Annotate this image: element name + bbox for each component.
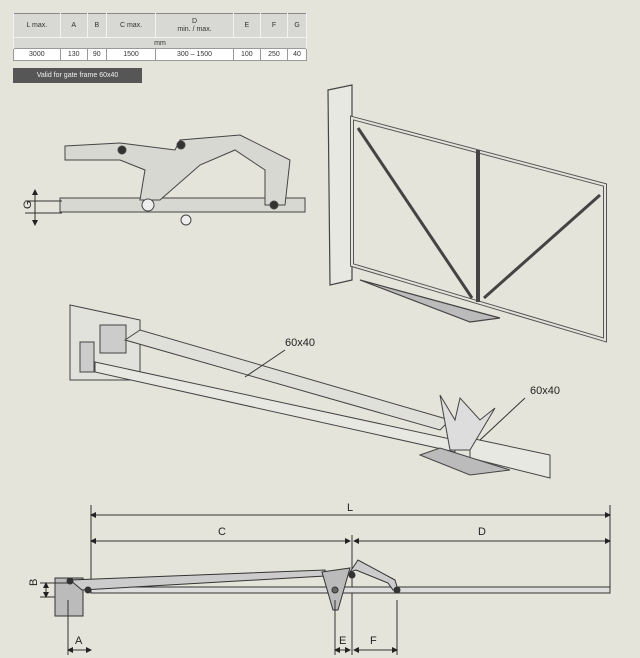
unit-label: mm xyxy=(13,37,307,49)
dim-label-g: G xyxy=(22,200,34,209)
header-e: E xyxy=(232,13,261,38)
dim-label-a: A xyxy=(75,635,83,647)
header-d-label: D xyxy=(192,17,198,25)
dim-label-d: D xyxy=(478,526,486,538)
value-b: 90 xyxy=(86,48,107,61)
value-a: 130 xyxy=(59,48,88,61)
gate-frame-badge: Valid for gate frame 60x40 xyxy=(13,68,142,83)
dim-label-e: E xyxy=(339,635,346,647)
installation-perspective-drawing xyxy=(69,304,551,479)
header-g: G xyxy=(287,13,307,38)
header-d-sub: min. / max. xyxy=(177,25,212,33)
gate-bar xyxy=(90,586,611,594)
header-c: C max. xyxy=(105,13,157,38)
dim-label-b: B xyxy=(28,579,40,586)
frame-size-label-1: 60x40 xyxy=(285,337,315,349)
header-f: F xyxy=(259,13,289,38)
header-a: A xyxy=(59,13,88,38)
arm-detail-drawing xyxy=(25,134,306,226)
value-row: 3000 130 90 1500 300 – 1500 100 250 40 xyxy=(13,48,307,61)
dim-label-f: F xyxy=(370,635,377,647)
value-f: 250 xyxy=(259,48,289,61)
value-e: 100 xyxy=(232,48,261,61)
value-d: 300 – 1500 xyxy=(155,48,234,61)
value-g: 40 xyxy=(287,48,307,61)
dim-label-c: C xyxy=(218,526,226,538)
value-c: 1500 xyxy=(105,48,157,61)
gate-bar xyxy=(59,197,306,213)
frame-size-label-2: 60x40 xyxy=(530,385,560,397)
gate-post xyxy=(327,84,353,286)
unit-row: mm xyxy=(13,37,307,49)
dimension-drawing xyxy=(40,505,611,655)
gate-drawing xyxy=(327,84,607,343)
dim-label-l: L xyxy=(347,502,353,514)
